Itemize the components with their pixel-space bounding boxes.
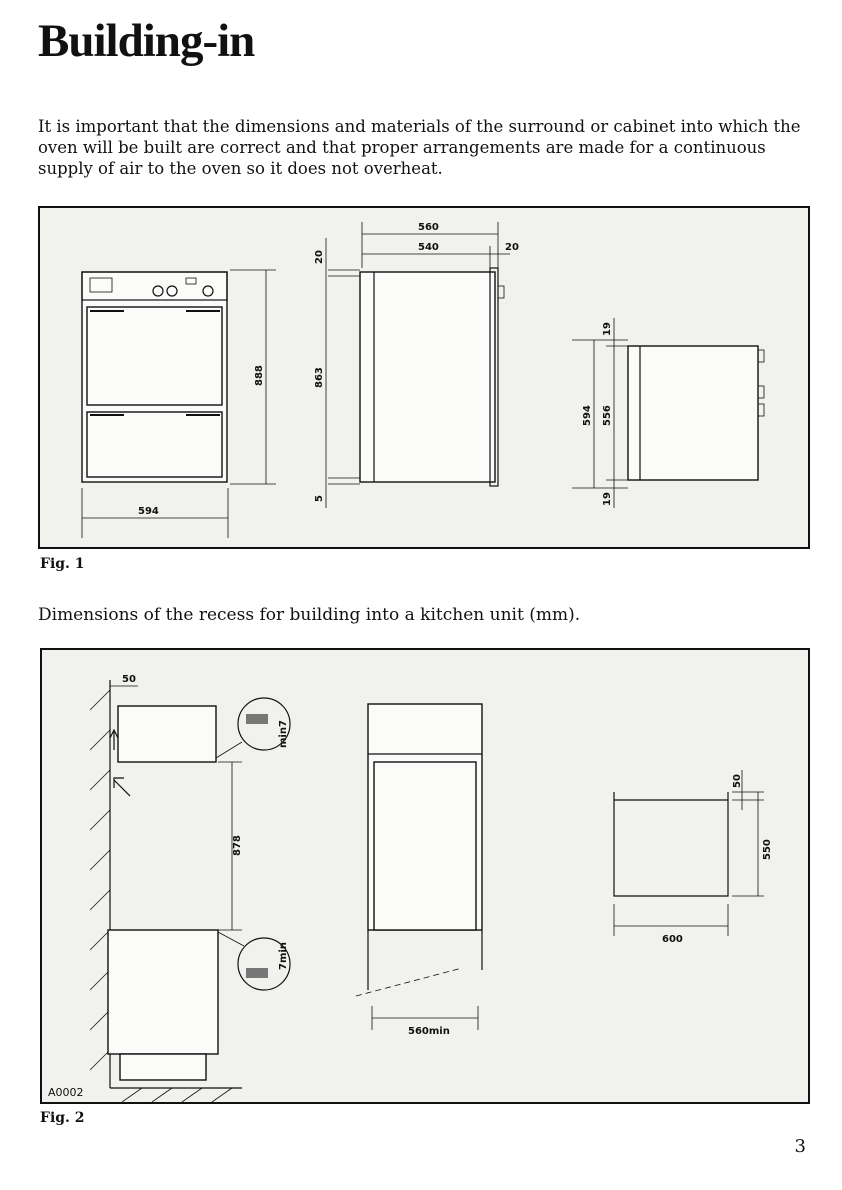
vent-detail-top: min7 bbox=[215, 697, 291, 759]
figure-ref-code: A0002 bbox=[48, 1086, 84, 1099]
dim-side-bottom: 19 bbox=[602, 492, 613, 506]
dim-top-gap: 20 bbox=[314, 250, 325, 264]
base-unit bbox=[107, 929, 219, 1055]
support-shelf bbox=[613, 792, 729, 897]
figure-2-heading: Dimensions of the recess for building in… bbox=[38, 605, 581, 625]
wall-cabinet bbox=[117, 705, 217, 763]
figure-2-drawing: 50 878 min7 7min 560m bbox=[48, 674, 773, 1102]
dim-vent-bottom: 7min bbox=[278, 942, 289, 970]
oven-side-view bbox=[359, 267, 505, 487]
page-number: 3 bbox=[794, 1136, 806, 1157]
oven-section-view bbox=[627, 345, 765, 481]
figure-2: 50 878 min7 7min 560m bbox=[40, 648, 810, 1104]
figure-2-caption: Fig. 2 bbox=[40, 1110, 85, 1126]
dim-depth-total: 560 bbox=[418, 222, 439, 233]
dim-recess-height: 878 bbox=[232, 835, 243, 856]
figure-1-caption: Fig. 1 bbox=[40, 556, 85, 572]
dim-depth-body: 540 bbox=[418, 242, 439, 253]
dim-front-width: 594 bbox=[138, 506, 159, 517]
airflow-arrow-in bbox=[113, 777, 131, 797]
dim-side-top: 19 bbox=[602, 322, 613, 336]
dim-depth-panel: 20 bbox=[505, 242, 519, 253]
dim-bottom-gap: 5 bbox=[314, 495, 325, 502]
oven-front-view bbox=[81, 271, 228, 483]
intro-paragraph: It is important that the dimensions and … bbox=[38, 117, 801, 178]
dim-height-total: 888 bbox=[254, 365, 265, 386]
dim-height-body: 863 bbox=[314, 367, 325, 388]
dim-recess-width: 560min bbox=[408, 1026, 450, 1037]
figure-1-drawing: 594 888 560 540 20 20 863 5 bbox=[81, 222, 765, 538]
figure-1: 594 888 560 540 20 20 863 5 bbox=[38, 206, 810, 549]
dim-vent-top: min7 bbox=[278, 720, 289, 748]
dim-shelf-lip: 50 bbox=[732, 774, 743, 788]
dim-shelf-width: 600 bbox=[662, 934, 683, 945]
dim-side-height: 594 bbox=[582, 405, 593, 426]
vent-detail-bottom: 7min bbox=[217, 931, 291, 991]
dim-side-inner: 556 bbox=[602, 405, 613, 426]
dim-wall-gap: 50 bbox=[122, 674, 136, 685]
dim-shelf-depth: 550 bbox=[762, 839, 773, 860]
airflow-arrow-up bbox=[109, 728, 119, 750]
page-title: Building-in bbox=[38, 15, 255, 67]
housing-unit bbox=[355, 703, 483, 997]
